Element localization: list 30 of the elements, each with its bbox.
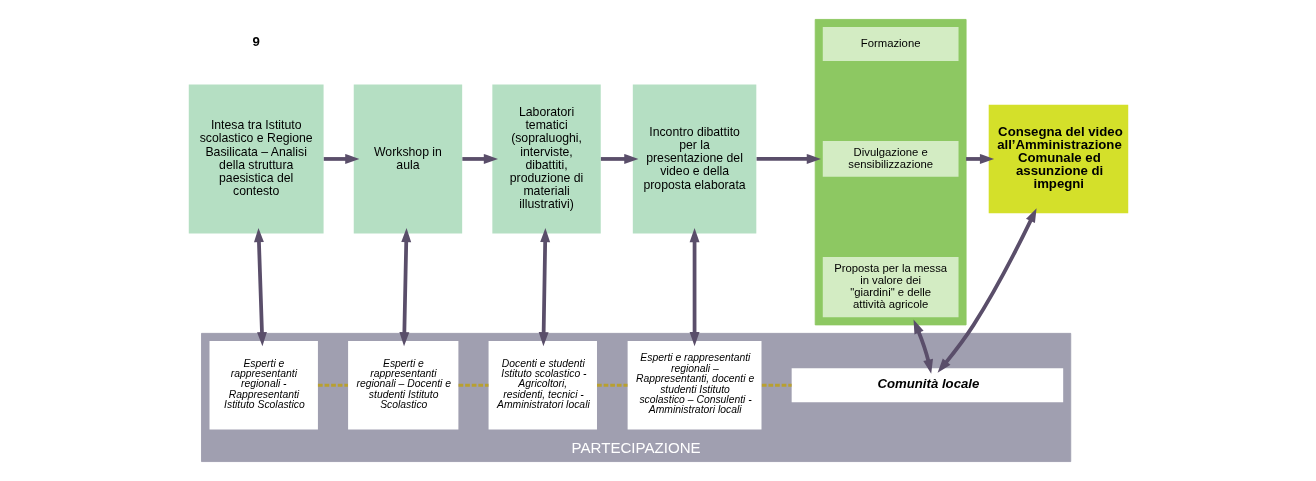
arrow <box>600 154 638 164</box>
node-box: Esperti e rappresentanti regionali – Rappresentanti, docenti e studenti Istituto scolastico – Consulenti - Amministratori locali <box>627 340 761 430</box>
connector <box>596 383 627 387</box>
arrow <box>253 227 267 347</box>
connector <box>761 383 792 387</box>
node-box: Divulgazione e sensibilizzazione <box>822 141 959 177</box>
node-box: Formazione <box>822 26 959 61</box>
arrow <box>756 154 821 164</box>
label: 9 <box>251 34 260 50</box>
arrow <box>323 154 359 164</box>
arrow <box>689 227 700 347</box>
arrow <box>461 154 498 164</box>
arrow <box>538 227 550 347</box>
arrow <box>937 208 1037 373</box>
node-box: Intesa tra Istituto scolastico e Regione Basilicata – Analisi della struttura paesistica del contesto <box>188 84 324 234</box>
node-box: Esperti e rappresentanti regionali – Docenti e studenti Istituto Scolastico <box>347 340 458 430</box>
cluster <box>814 18 967 326</box>
node-box: Laboratori tematici (sopraluoghi, interviste, dibattiti, produzione di materiali illustrativi) <box>491 84 601 234</box>
node-box: Esperti e rappresentanti regionali - Rappresentanti Istituto Scolastico <box>209 340 318 430</box>
node-box: Incontro dibattito per la presentazione del video e della proposta elaborata <box>632 84 756 234</box>
node-box: Docenti e studenti Istituto scolastico - Agricoltori, residenti, tecnici - Amministratori locali <box>488 340 597 430</box>
node-box: Proposta per la messa in valore dei "giardini" e delle attività agricole <box>822 257 959 318</box>
arrow <box>398 227 411 347</box>
arrow <box>913 319 933 374</box>
arrow <box>965 154 994 164</box>
connector <box>458 383 488 387</box>
node-box: Comunità locale <box>791 368 1063 403</box>
node-box: Workshop in aula <box>353 84 462 234</box>
node-box: Consegna del video all’Amministrazione Comunale ed assunzione di impegni <box>988 104 1128 214</box>
connector <box>317 383 348 387</box>
